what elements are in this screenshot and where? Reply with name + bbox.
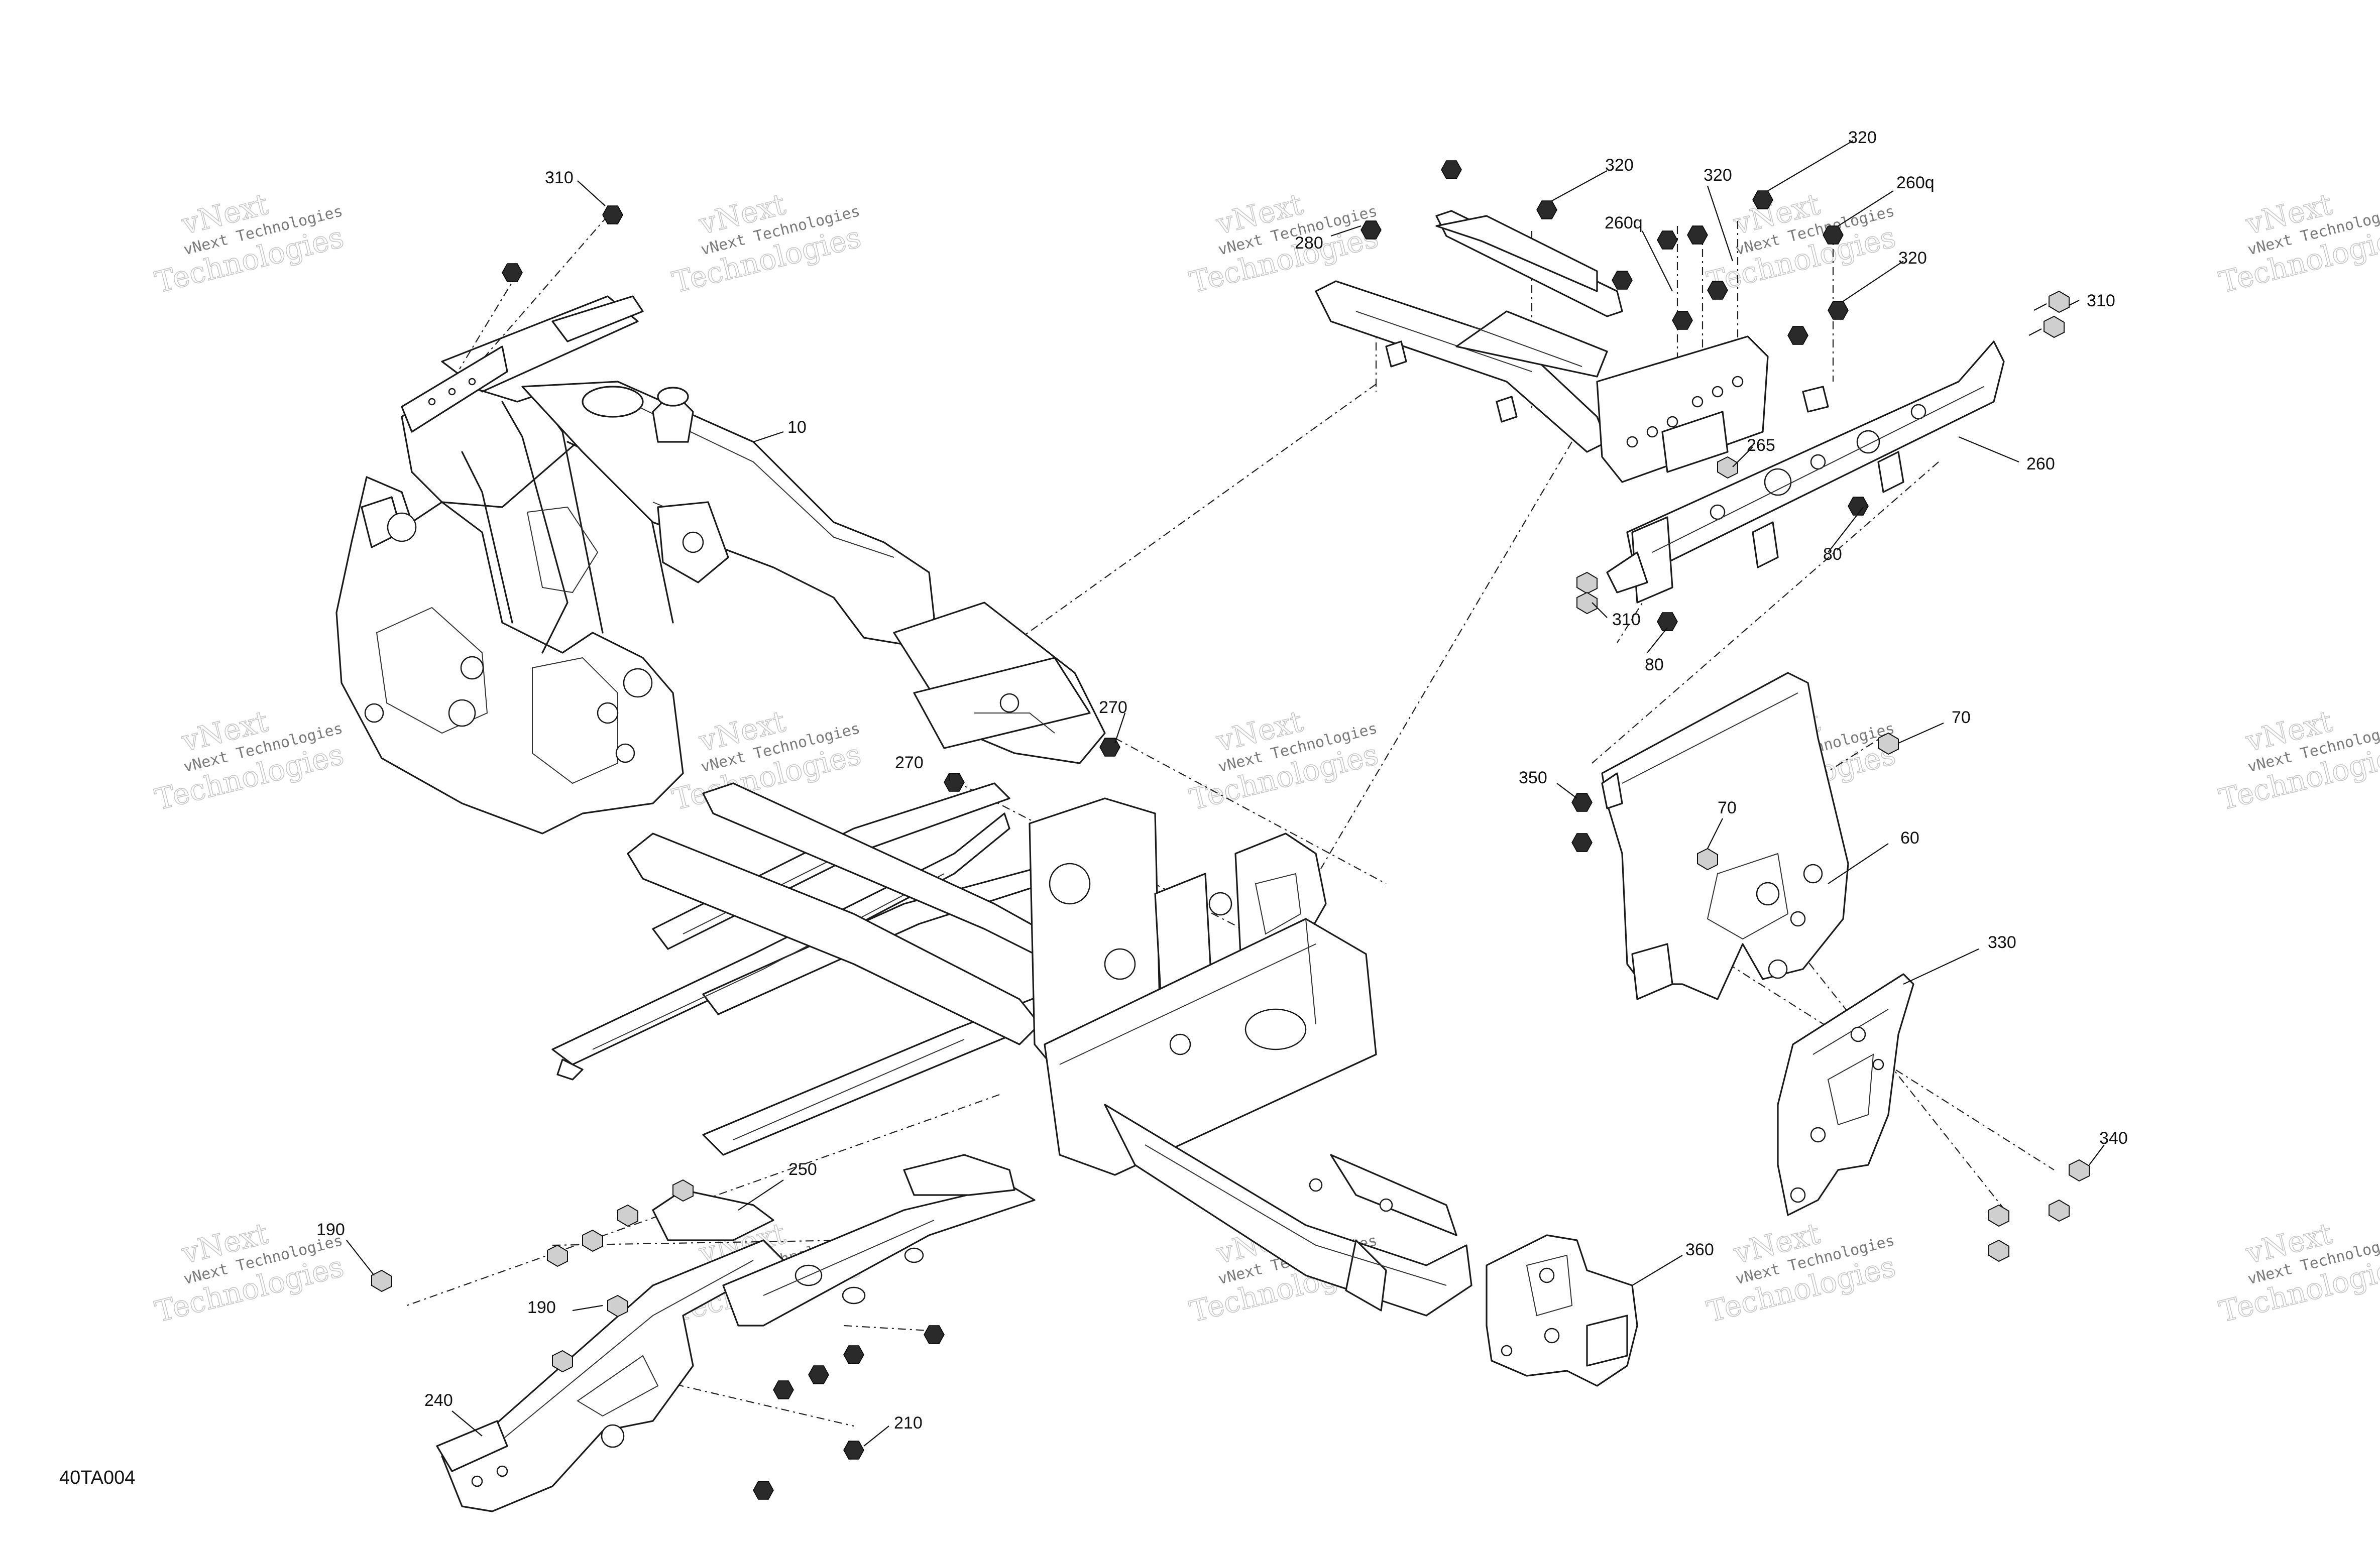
main-frame [335, 295, 1472, 1317]
nut-icon [1657, 612, 1678, 631]
callout-350: 350 [1519, 768, 1547, 787]
bracket-60 [1601, 672, 1849, 1000]
callout-280: 280 [1295, 233, 1323, 253]
bolt-icon [1576, 571, 1598, 595]
callout-250: 250 [788, 1160, 817, 1179]
nut-icon [1687, 225, 1708, 245]
nut-icon [944, 773, 965, 792]
callout-labels: 310 10 280 320 320 320 320 260q 260q 310… [316, 128, 2128, 1433]
nut-icon [1361, 220, 1382, 240]
callout-80: 80 [1645, 655, 1664, 674]
callout-70: 70 [1952, 708, 1971, 727]
callout-190: 190 [527, 1298, 556, 1317]
nut-icon [1571, 793, 1593, 812]
callout-320: 320 [1605, 156, 1634, 175]
bolt-icon [607, 1294, 628, 1318]
bolt-icon [1717, 456, 1738, 479]
nut-icon [1571, 833, 1593, 852]
watermark: vNext vNext Technologies Technologies [668, 186, 865, 300]
callout-260q: 260q [1605, 213, 1643, 232]
callout-310: 310 [1612, 610, 1641, 629]
watermark: vNext vNext Technologies Technologies [1186, 703, 1382, 817]
watermark: vNext vNext Technologies Technologies [2215, 1216, 2380, 1329]
callout-340: 340 [2099, 1129, 2128, 1148]
bolt-icon [1988, 1239, 2009, 1262]
callout-260q: 260q [1896, 173, 1935, 192]
callout-310: 310 [545, 168, 574, 187]
bolt-icon [1576, 591, 1598, 615]
fasteners [371, 160, 2090, 1500]
arm-240 [436, 1239, 784, 1512]
callout-80: 80 [1823, 545, 1842, 564]
nut-icon [773, 1380, 794, 1399]
nut-icon [843, 1441, 864, 1460]
bolt-icon [1878, 732, 1899, 755]
callout-260: 260 [2026, 454, 2055, 473]
bracket-330 [1777, 973, 1914, 1216]
bolt-icon [2033, 290, 2070, 313]
callout-210: 210 [894, 1413, 923, 1433]
callout-240: 240 [424, 1391, 453, 1410]
watermark: vNext vNext Technologies Technologies [151, 1216, 348, 1329]
bolt-icon [547, 1244, 568, 1267]
bolt-icon [582, 1229, 603, 1252]
bolt-icon [617, 1204, 638, 1227]
callout-10: 10 [787, 418, 807, 437]
callout-270: 270 [1099, 698, 1127, 717]
nut-icon [1536, 200, 1557, 219]
callout-leaders [346, 140, 2105, 1447]
nut-icon [1612, 271, 1633, 290]
nut-icon [924, 1325, 945, 1344]
bolt-icon [2049, 1199, 2070, 1222]
bolt-icon [371, 1269, 392, 1292]
bolt-icon [552, 1350, 573, 1373]
nut-icon [502, 263, 523, 282]
bolt-icon [672, 1179, 694, 1202]
callout-270: 270 [895, 753, 924, 772]
callout-70: 70 [1718, 798, 1737, 817]
bolt-icon [1988, 1204, 2009, 1227]
nut-icon [1848, 497, 1869, 516]
callout-190: 190 [316, 1220, 345, 1239]
nut-icon [1672, 311, 1693, 330]
callout-265: 265 [1747, 436, 1775, 455]
nut-icon [1441, 160, 1462, 179]
nut-icon [808, 1365, 829, 1384]
watermark: vNext vNext Technologies Technologies [1703, 1216, 1899, 1329]
watermark: vNext vNext Technologies Technologies [1186, 186, 1382, 300]
callout-60: 60 [1900, 828, 1919, 848]
nut-icon [1707, 281, 1728, 300]
watermark: vNext vNext Technologies Technologies [151, 703, 348, 817]
nut-icon [753, 1481, 774, 1500]
nut-icon [1099, 738, 1120, 757]
watermark: vNext vNext Technologies Technologies [2215, 703, 2380, 817]
bolt-icon [2069, 1159, 2090, 1182]
callout-360: 360 [1685, 1240, 1714, 1259]
callout-320: 320 [1704, 166, 1732, 185]
callout-320: 320 [1898, 249, 1927, 268]
drawing-id: 40TA004 [59, 1467, 135, 1488]
nut-icon [1657, 230, 1678, 250]
bolt-icon [2028, 315, 2065, 338]
nut-icon [602, 205, 623, 224]
callout-320: 320 [1848, 128, 1877, 147]
rear-subframe [1315, 210, 2005, 604]
callout-330: 330 [1988, 933, 2016, 952]
bracket-360 [1486, 1234, 1638, 1387]
watermark: vNext vNext Technologies Technologies [2215, 186, 2380, 300]
nut-icon [1828, 301, 1849, 320]
nut-icon [1787, 326, 1808, 345]
callout-310: 310 [2087, 291, 2115, 310]
arm-250 [652, 1154, 1036, 1327]
nut-icon [843, 1345, 864, 1364]
watermark: vNext vNext Technologies Technologies [151, 186, 348, 300]
